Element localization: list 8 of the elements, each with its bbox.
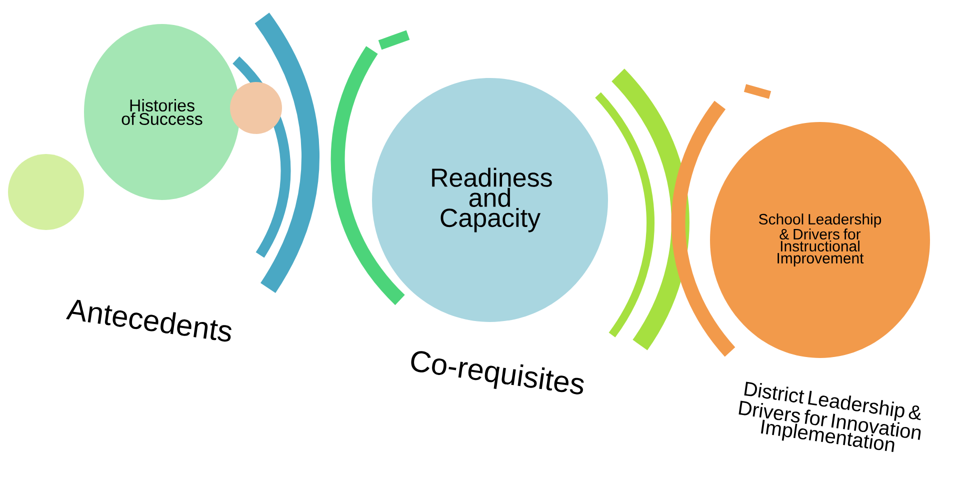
circle-node: School Leadership & Drivers for Instructional Improvement <box>710 122 930 358</box>
section-label: District Leadership & Drivers for Innovation Implementation <box>738 382 921 452</box>
circle-node: Histories of Success <box>84 24 240 200</box>
circle-node: Readiness and Capacity <box>372 78 608 322</box>
circle-shape <box>230 82 282 134</box>
circle-shape <box>8 154 84 230</box>
section-label: Antecedents <box>66 300 232 342</box>
section-label: Co-requisites <box>411 351 584 394</box>
